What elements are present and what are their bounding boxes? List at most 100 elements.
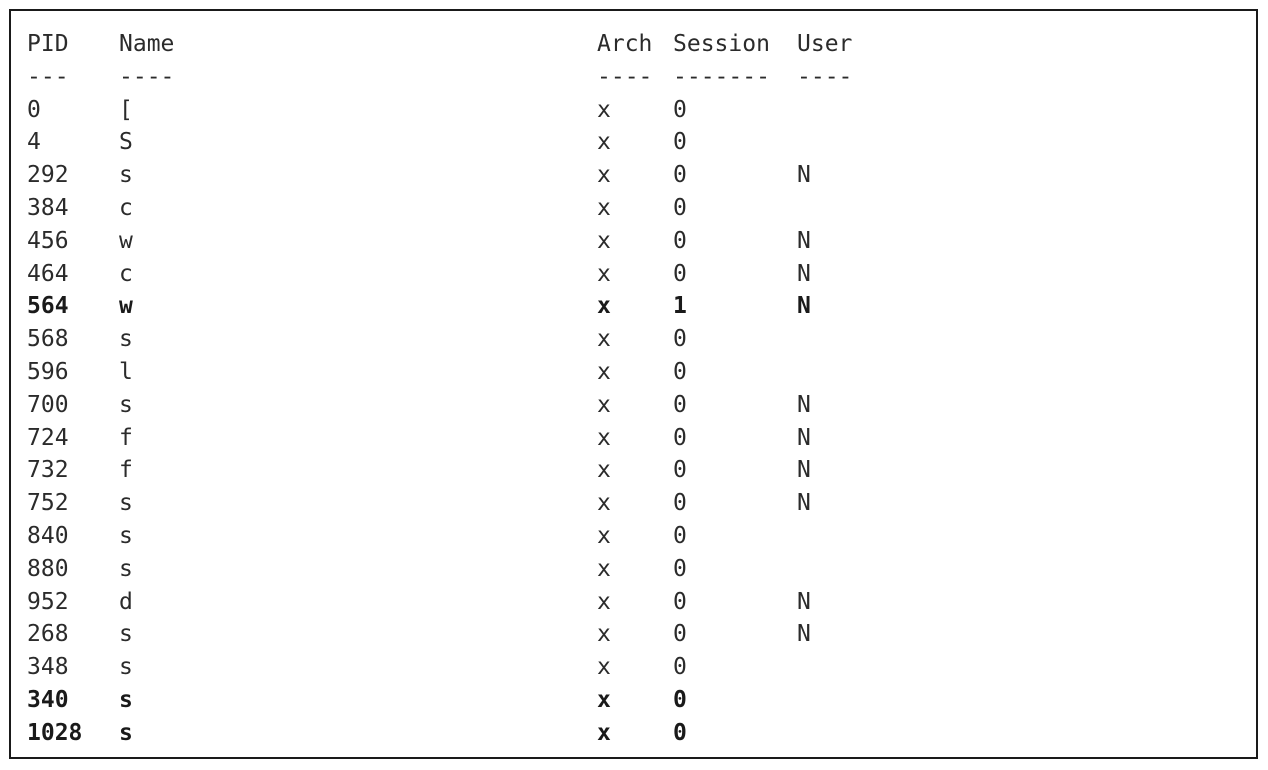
process-pid: 348: [27, 654, 69, 681]
process-session: 0: [673, 457, 687, 484]
process-arch: x: [597, 457, 611, 484]
process-session: 0: [673, 522, 687, 549]
process-name: l: [119, 358, 133, 385]
process-name: w: [119, 293, 133, 320]
process-name: [: [119, 96, 133, 123]
process-name: c: [119, 194, 133, 221]
process-session: 0: [673, 490, 687, 517]
process-pid: 724: [27, 424, 69, 451]
process-session: 0: [673, 358, 687, 385]
process-session: 0: [673, 326, 687, 353]
process-pid: 292: [27, 162, 69, 189]
header-session: Session: [673, 31, 770, 57]
process-pid: 1028: [27, 719, 83, 746]
header-row: PID Name Arch Session User: [27, 28, 852, 61]
process-pid: 880: [27, 555, 69, 582]
process-user: N: [797, 391, 811, 418]
process-arch: x: [597, 326, 611, 353]
process-list: PID Name Arch Session User --- ---- ----…: [27, 28, 852, 750]
process-session: 1: [673, 293, 687, 320]
process-row: 596 l x 0: [27, 356, 687, 389]
process-pid: 384: [27, 194, 69, 221]
separator-name: ----: [119, 63, 175, 90]
process-user: N: [797, 162, 811, 189]
process-pid: 464: [27, 260, 69, 287]
process-name: S: [119, 129, 133, 156]
process-session: 0: [673, 194, 687, 221]
terminal-output-panel: PID Name Arch Session User --- ---- ----…: [9, 9, 1258, 759]
process-name: s: [119, 719, 133, 746]
process-user: N: [797, 260, 811, 287]
process-arch: x: [597, 588, 611, 615]
process-pid: 4: [27, 129, 41, 156]
process-session: 0: [673, 96, 687, 123]
process-name: s: [119, 391, 133, 418]
process-pid: 752: [27, 490, 69, 517]
process-pid: 596: [27, 358, 69, 385]
process-user: N: [797, 424, 811, 451]
process-user: N: [797, 490, 811, 517]
process-row: 700 s x 0 N: [27, 389, 811, 422]
separator-session: -------: [673, 63, 770, 90]
process-row: 564 w x 1 N: [27, 290, 811, 323]
process-session: 0: [673, 391, 687, 418]
process-name: s: [119, 162, 133, 189]
process-session: 0: [673, 424, 687, 451]
header-pid: PID: [27, 31, 69, 57]
process-name: s: [119, 621, 133, 648]
process-row: 384 c x 0: [27, 192, 687, 225]
process-name: s: [119, 522, 133, 549]
process-arch: x: [597, 686, 611, 713]
process-pid: 952: [27, 588, 69, 615]
process-pid: 0: [27, 96, 41, 123]
separator-pid: ---: [27, 63, 69, 90]
process-arch: x: [597, 490, 611, 517]
process-row: 348 s x 0: [27, 651, 687, 684]
header-arch: Arch: [597, 31, 653, 57]
process-session: 0: [673, 621, 687, 648]
process-pid: 568: [27, 326, 69, 353]
process-pid: 340: [27, 686, 69, 713]
process-session: 0: [673, 162, 687, 189]
process-user: N: [797, 293, 811, 320]
process-arch: x: [597, 96, 611, 123]
process-row: 1028 s x 0: [27, 717, 687, 750]
process-arch: x: [597, 358, 611, 385]
process-session: 0: [673, 555, 687, 582]
separator-row: --- ---- ---- ------- ----: [27, 61, 852, 94]
process-pid: 700: [27, 391, 69, 418]
process-arch: x: [597, 129, 611, 156]
process-arch: x: [597, 719, 611, 746]
process-name: s: [119, 654, 133, 681]
process-row: 0 [ x 0: [27, 94, 687, 127]
process-arch: x: [597, 654, 611, 681]
process-name: f: [119, 457, 133, 484]
process-arch: x: [597, 194, 611, 221]
separator-arch: ----: [597, 63, 653, 90]
process-session: 0: [673, 719, 687, 746]
process-user: N: [797, 457, 811, 484]
process-session: 0: [673, 654, 687, 681]
header-user: User: [797, 31, 853, 57]
process-name: f: [119, 424, 133, 451]
process-arch: x: [597, 424, 611, 451]
header-name: Name: [119, 31, 175, 57]
process-name: d: [119, 588, 133, 615]
separator-user: ----: [797, 63, 853, 90]
process-pid: 456: [27, 227, 69, 254]
process-name: s: [119, 326, 133, 353]
process-pid: 564: [27, 293, 69, 320]
process-row: 724 f x 0 N: [27, 422, 811, 455]
process-arch: x: [597, 391, 611, 418]
process-user: N: [797, 227, 811, 254]
process-arch: x: [597, 293, 611, 320]
